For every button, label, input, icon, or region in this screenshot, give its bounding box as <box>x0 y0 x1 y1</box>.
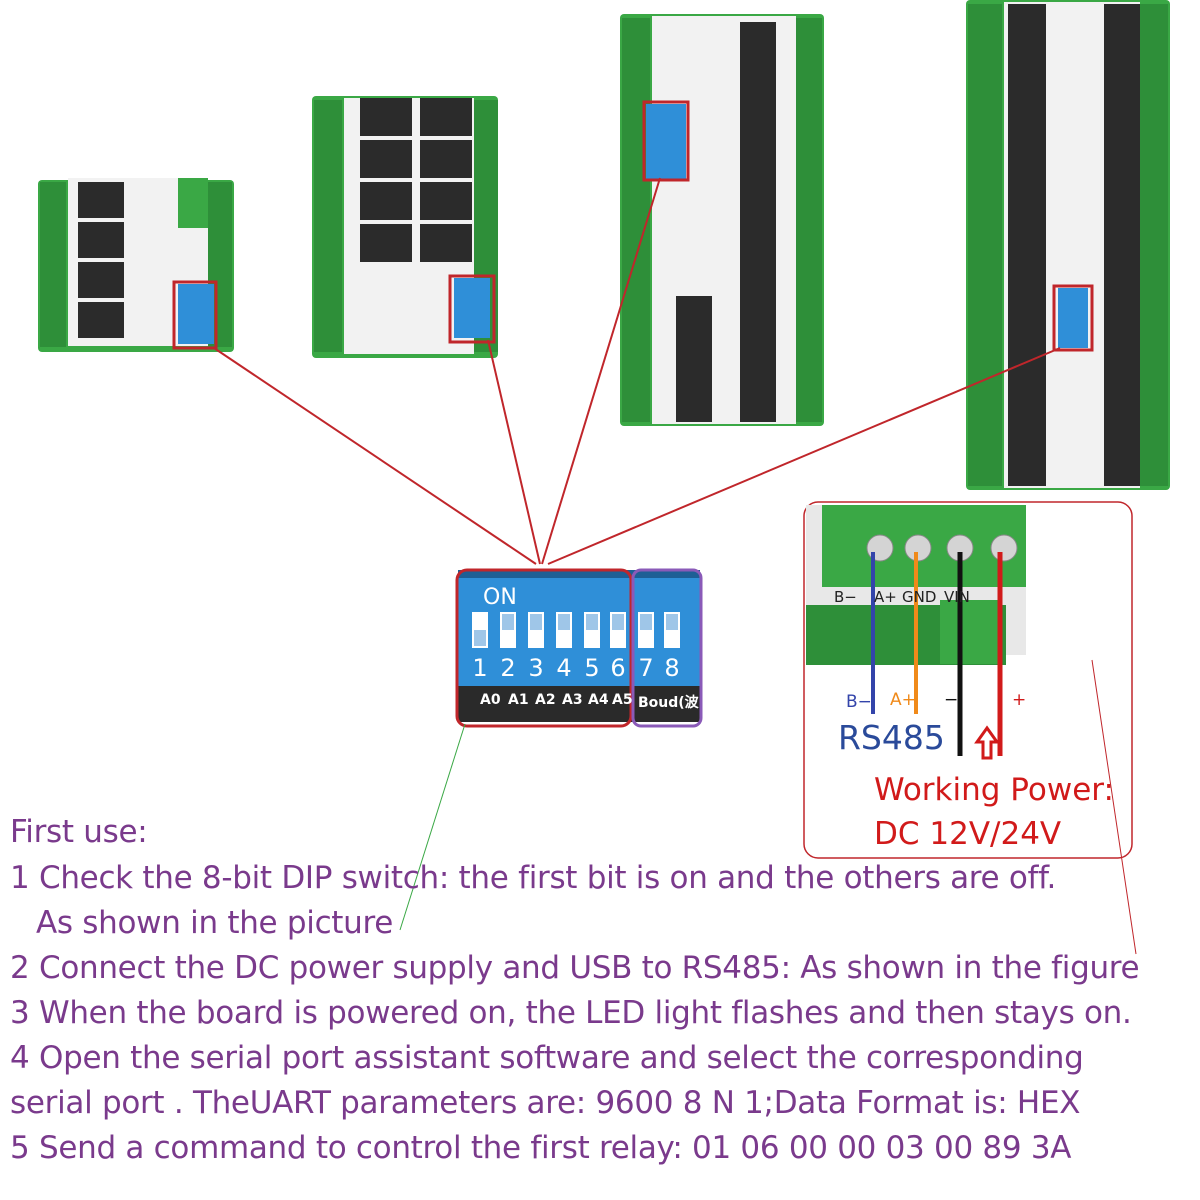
dip-address-a1: A1 <box>508 692 529 708</box>
working-power-voltage: DC 12V/24V <box>874 816 1062 852</box>
relay-board-4ch <box>38 178 234 352</box>
instruction-step-4: 4 Open the serial port assistant softwar… <box>10 1040 1084 1076</box>
dip-number-8: 8 <box>664 654 680 682</box>
instruction-step-1: 1 Check the 8-bit DIP switch: the first … <box>10 860 1057 896</box>
dip-on-label: ON <box>483 585 517 610</box>
dip-address-a4: A4 <box>588 692 609 708</box>
leader-line-red <box>1091 659 1137 955</box>
terminal-label-vin: VIN <box>944 588 970 606</box>
dip-switch-closeup <box>455 568 703 728</box>
relay-board-16ch <box>620 14 824 426</box>
board2-dip-highlight <box>448 274 496 344</box>
wire-label-a-plus: A+ <box>890 690 916 710</box>
arrow-up-icon <box>974 725 1000 760</box>
rs485-label: RS485 <box>838 718 945 757</box>
relay-board-8ch <box>312 96 498 358</box>
dip-address-a3: A3 <box>562 692 583 708</box>
instruction-step-4-continued: serial port . TheUART parameters are: 96… <box>10 1085 1081 1121</box>
instruction-step-5: 5 Send a command to control the first re… <box>10 1130 1072 1166</box>
board1-dip-highlight <box>172 280 218 350</box>
dip-baud-label: Boud(波 <box>638 695 699 711</box>
instructions-title: First use: <box>10 814 148 850</box>
terminal-label-gnd: GND <box>902 588 937 606</box>
instruction-step-3: 3 When the board is powered on, the LED … <box>10 995 1132 1031</box>
dip-number-2: 2 <box>500 654 516 682</box>
dip-number-6: 6 <box>610 654 626 682</box>
pointer-line-2 <box>487 339 541 565</box>
leader-line-green <box>399 723 466 931</box>
address-bits-highlight <box>455 568 633 728</box>
instruction-step-2: 2 Connect the DC power supply and USB to… <box>10 950 1140 986</box>
dip-address-a2: A2 <box>535 692 556 708</box>
dip-number-7: 7 <box>638 654 654 682</box>
pointer-line-4 <box>547 347 1061 565</box>
pointer-line-3 <box>541 177 661 565</box>
working-power-label: Working Power: <box>874 772 1114 808</box>
wire-label-b-minus: B− <box>846 692 872 712</box>
wire-label-plus: + <box>1012 690 1027 710</box>
dip-number-3: 3 <box>528 654 544 682</box>
pointer-line-1 <box>213 347 537 565</box>
dip-number-1: 1 <box>472 654 488 682</box>
terminal-label-a-plus: A+ <box>874 588 897 606</box>
board3-dip-highlight <box>642 100 690 182</box>
dip-address-a5: A5 <box>612 692 633 708</box>
connector-closeup <box>803 501 1133 859</box>
instruction-step-1-continued: As shown in the picture <box>36 905 394 941</box>
dip-number-4: 4 <box>556 654 572 682</box>
board4-dip-highlight <box>1052 284 1094 352</box>
dip-number-5: 5 <box>584 654 600 682</box>
relay-board-32ch <box>966 0 1170 490</box>
terminal-label-b-minus: B− <box>834 588 857 606</box>
wire-label-minus: − <box>944 690 959 710</box>
dip-address-a0: A0 <box>480 692 501 708</box>
baud-bits-highlight <box>631 568 703 728</box>
